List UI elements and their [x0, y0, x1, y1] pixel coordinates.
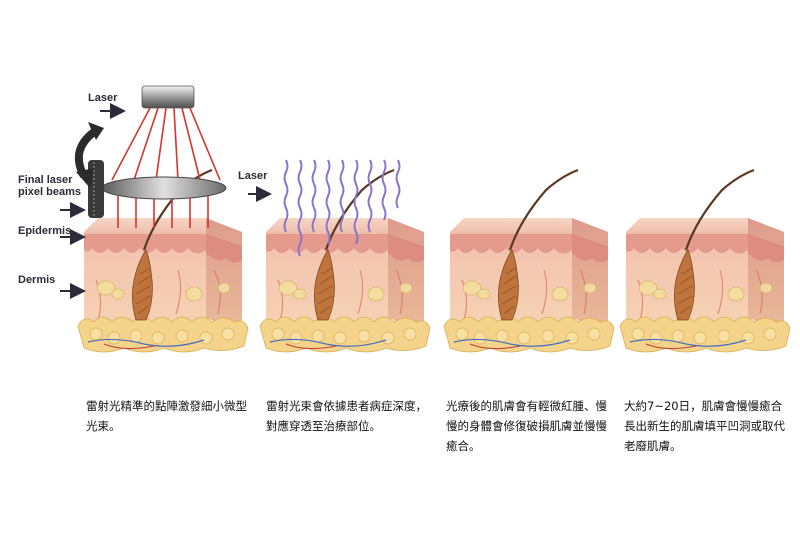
caption-step-1: 雷射光精準的點陣激發細小微型光束。 — [86, 399, 247, 433]
caption-step-2: 雷射光束會依據患者病症深度，對應穿透至治療部位。 — [266, 399, 427, 433]
laser-label-panel-2: Laser — [238, 170, 268, 182]
final-laser-pixel-beams-label: Final laser pixel beams — [18, 174, 81, 198]
caption-step-4: 大約7~20日，肌膚會慢慢癒合長出新生的肌膚填平凹洞或取代老廢肌膚。 — [624, 399, 785, 453]
lens-disc-icon — [88, 160, 227, 218]
panel-4-skin-block — [618, 168, 792, 354]
laser-head-icon — [141, 85, 195, 109]
panel-3-skin-block — [442, 168, 616, 354]
laser-label: Laser — [88, 92, 118, 104]
caption-step-3: 光療後的肌膚會有輕微紅腫、慢慢的身體會修復破損肌膚並慢慢癒合。 — [446, 399, 607, 453]
laser-purple-beams — [283, 159, 401, 257]
rotate-arrow-icon — [74, 122, 104, 188]
laser-red-beams — [111, 107, 221, 228]
epidermis-label: Epidermis — [18, 225, 72, 237]
dermis-label: Dermis — [18, 274, 56, 286]
